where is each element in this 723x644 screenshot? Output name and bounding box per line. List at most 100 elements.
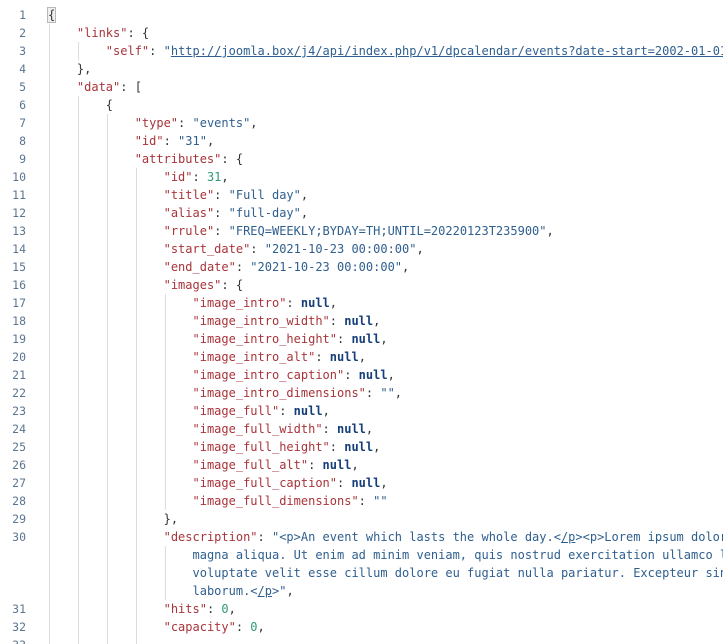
- json-string: magna aliqua. Ut enim ad minim veniam, q…: [192, 548, 723, 562]
- indent-guide: [49, 384, 50, 402]
- json-punctuation: :: [337, 332, 352, 346]
- code-content: {: [46, 6, 57, 24]
- indent-guide: [106, 402, 108, 420]
- indent-guide: [77, 402, 79, 420]
- code-content: "data": [: [77, 78, 142, 96]
- indent-guide: [135, 240, 137, 258]
- json-string: "full-day": [228, 206, 301, 220]
- json-string: "events": [192, 116, 251, 130]
- json-key: "attributes": [134, 152, 222, 166]
- code-content: "capacity": 0,: [164, 618, 265, 636]
- json-key: "alias": [163, 206, 215, 220]
- code-line: 33: [0, 636, 723, 644]
- json-string: "2021-10-23 00:00:00": [250, 260, 403, 274]
- code-content: "attributes": {: [135, 150, 243, 168]
- indent-guide: [106, 636, 108, 644]
- json-punctuation: ,: [250, 116, 258, 130]
- indent-guide: [135, 420, 137, 438]
- indent-guide: [49, 96, 50, 114]
- json-punctuation: :: [344, 368, 359, 382]
- indent-guide: [135, 168, 137, 186]
- code-line: 31"hits": 0,: [0, 600, 723, 618]
- indent-guide: [49, 366, 50, 384]
- json-link[interactable]: /p: [257, 584, 272, 598]
- code-line: 3"self": "http://joomla.box/j4/api/index…: [0, 42, 723, 60]
- indent-guide: [49, 294, 50, 312]
- code-content: magna aliqua. Ut enim ad minim veniam, q…: [193, 546, 723, 564]
- indent-guide: [106, 456, 108, 474]
- line-number: 1: [19, 8, 26, 22]
- json-punctuation: :: [214, 188, 229, 202]
- code-line: 18"image_intro_width": null,: [0, 312, 723, 330]
- indent-guide: [77, 366, 79, 384]
- json-key: "rrule": [163, 224, 215, 238]
- indent-guide: [77, 96, 79, 114]
- code-line: 6{: [0, 96, 723, 114]
- code-line: 21"image_intro_caption": null,: [0, 366, 723, 384]
- code-line: 12"alias": "full-day",: [0, 204, 723, 222]
- indent-guide: [164, 312, 166, 330]
- indent-guide: [49, 150, 50, 168]
- code-line: 27"image_full_caption": null,: [0, 474, 723, 492]
- indent-guide: [77, 492, 79, 510]
- json-link[interactable]: /p: [560, 530, 576, 544]
- json-key: "start_date": [163, 242, 251, 256]
- indent-guide: [49, 186, 50, 204]
- indent-guide: [77, 168, 79, 186]
- json-punctuation: ,: [365, 422, 374, 436]
- json-key: "end_date": [163, 260, 236, 274]
- json-punctuation: : {: [127, 26, 150, 40]
- indent-guide: [135, 330, 137, 348]
- indent-guide: [135, 492, 137, 510]
- indent-guide: [164, 330, 166, 348]
- indent-guide: [106, 384, 108, 402]
- line-number: 4: [19, 62, 26, 76]
- line-number: 22: [12, 386, 26, 400]
- indent-guide: [77, 636, 79, 644]
- indent-guide: [135, 438, 137, 456]
- code-content: "type": "events",: [135, 114, 258, 132]
- line-number: 14: [12, 242, 26, 256]
- json-null: null: [293, 404, 323, 418]
- json-punctuation: ,: [286, 584, 294, 598]
- indent-guide: [49, 204, 50, 222]
- json-punctuation: ,: [416, 242, 424, 256]
- json-punctuation: },: [76, 62, 92, 76]
- indent-guide: [135, 294, 137, 312]
- code-line: 1{: [0, 6, 723, 24]
- json-punctuation: ,: [358, 350, 366, 364]
- indent-guide: [106, 474, 108, 492]
- code-content: "rrule": "FREQ=WEEKLY;BYDAY=TH;UNTIL=202…: [164, 222, 554, 240]
- code-content: "hits": 0,: [164, 600, 236, 618]
- indent-guide: [77, 474, 79, 492]
- indent-guide: [49, 78, 50, 96]
- code-content: "id": 31,: [164, 168, 229, 186]
- line-number: 26: [12, 458, 26, 472]
- json-null: null: [344, 314, 374, 328]
- json-link[interactable]: http://joomla.box/j4/api/index.php/v1/dp…: [170, 44, 723, 58]
- json-punctuation: ,: [351, 458, 359, 472]
- indent-guide: [135, 276, 137, 294]
- line-number: 17: [12, 296, 26, 310]
- json-key: "image_intro": [192, 296, 287, 310]
- code-content: "image_full_alt": null,: [193, 456, 359, 474]
- json-punctuation: ,: [329, 296, 338, 310]
- indent-guide: [77, 600, 79, 618]
- indent-guide: [77, 564, 79, 582]
- indent-guide: [77, 186, 79, 204]
- indent-guide: [106, 546, 108, 564]
- code-content: "image_full": null,: [193, 402, 330, 420]
- code-content: "image_intro_width": null,: [193, 312, 381, 330]
- code-content: "end_date": "2021-10-23 00:00:00",: [164, 258, 410, 276]
- json-punctuation: :: [337, 476, 352, 490]
- code-line: 9"attributes": {: [0, 150, 723, 168]
- code-line: 5"data": [: [0, 78, 723, 96]
- indent-guide: [77, 240, 79, 258]
- json-key: "image_full_caption": [192, 476, 338, 490]
- json-punctuation: :: [365, 386, 381, 400]
- code-content: "title": "Full day",: [164, 186, 309, 204]
- json-punctuation: ,: [373, 314, 381, 328]
- indent-guide: [106, 276, 108, 294]
- indent-guide: [77, 384, 79, 402]
